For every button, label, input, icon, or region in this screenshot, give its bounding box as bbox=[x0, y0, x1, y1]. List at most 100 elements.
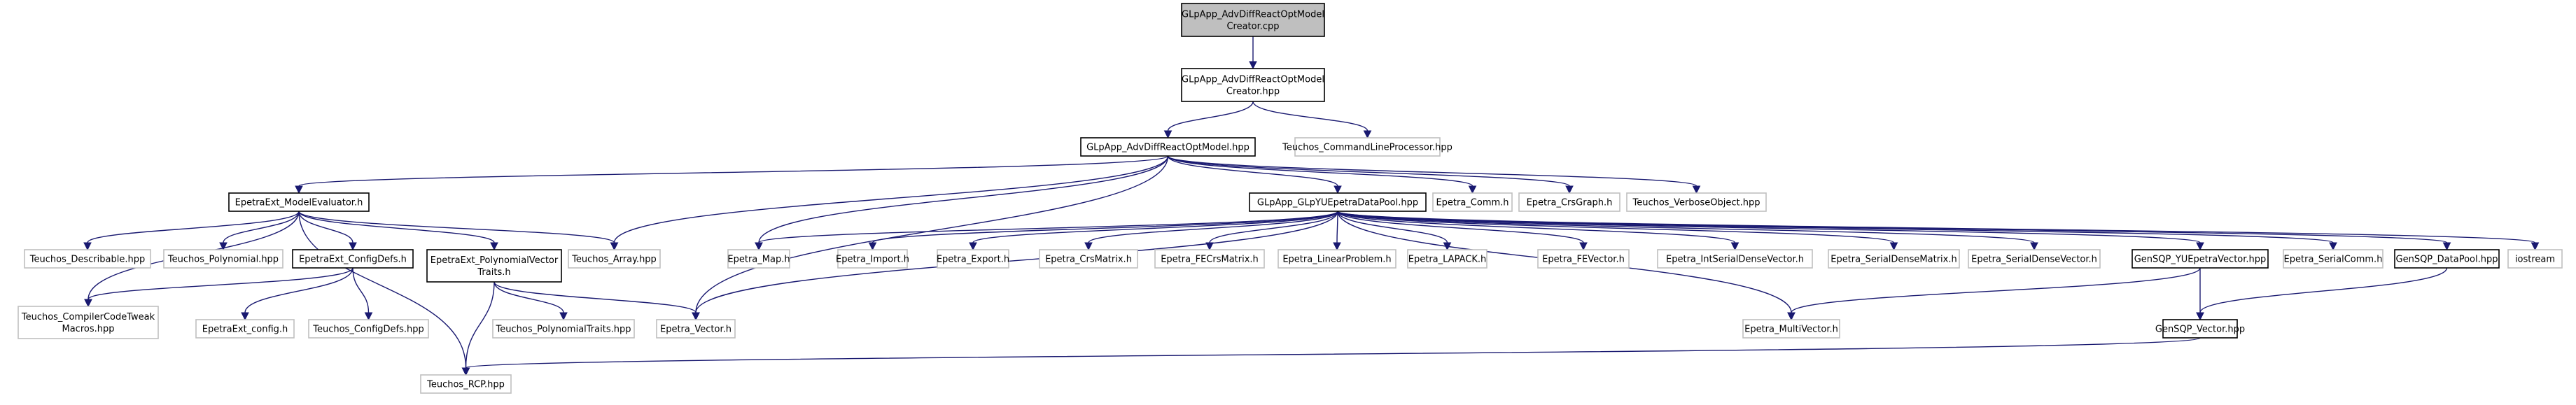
node-box bbox=[1537, 249, 1630, 269]
node-label: Epetra_CrsMatrix.h bbox=[1045, 255, 1132, 265]
node-label: GenSQP_Vector.hpp bbox=[2155, 325, 2245, 335]
node-box bbox=[2283, 249, 2384, 269]
node-n35[interactable]: GenSQP_Vector.hpp bbox=[2155, 319, 2245, 339]
node-label: Teuchos_ConfigDefs.hpp bbox=[312, 325, 424, 335]
arrowhead-icon bbox=[83, 242, 92, 251]
edge-line bbox=[1337, 211, 1584, 243]
node-box bbox=[937, 249, 1009, 269]
node-label: iostream bbox=[2515, 255, 2555, 265]
arrowhead-icon bbox=[559, 312, 568, 321]
node-box bbox=[1154, 249, 1265, 269]
node-n36: Teuchos_RCP.hpp bbox=[420, 374, 512, 394]
node-box bbox=[2507, 249, 2563, 269]
node-n34: Epetra_MultiVector.h bbox=[1742, 319, 1840, 339]
node-n20: Epetra_LAPACK.h bbox=[1407, 249, 1488, 269]
dependency-edge bbox=[969, 211, 1338, 251]
dependency-edge bbox=[219, 211, 300, 251]
arrowhead-icon bbox=[1205, 242, 1214, 251]
node-box bbox=[2394, 249, 2500, 269]
node-label: Macros.hpp bbox=[62, 324, 115, 334]
node-label: GLpApp_AdvDiffReactOptModel.hpp bbox=[1086, 143, 1250, 153]
node-n30: EpetraExt_config.h bbox=[195, 319, 295, 339]
node-n11[interactable]: EpetraExt_ConfigDefs.h bbox=[292, 249, 414, 269]
dependency-edge bbox=[461, 337, 2201, 376]
dependency-edge bbox=[1333, 211, 1341, 251]
dependency-edge bbox=[755, 211, 1338, 251]
edge-line bbox=[1167, 101, 1254, 132]
node-label: EpetraExt_config.h bbox=[202, 325, 288, 335]
node-label: Epetra_LAPACK.h bbox=[1408, 255, 1486, 265]
arrowhead-icon bbox=[1333, 242, 1341, 251]
node-label: Creator.hpp bbox=[1226, 87, 1280, 97]
dependency-edge bbox=[493, 281, 568, 321]
edge-line bbox=[1337, 211, 1736, 243]
edge-line bbox=[88, 267, 354, 300]
arrowhead-icon bbox=[1730, 242, 1740, 251]
node-n16: Epetra_Export.h bbox=[937, 249, 1009, 269]
dependency-edge bbox=[1252, 101, 1372, 139]
dependency-edge bbox=[692, 155, 1169, 321]
node-label: Epetra_SerialDenseMatrix.h bbox=[1830, 255, 1956, 265]
node-label: Teuchos_PolynomialTraits.hpp bbox=[496, 325, 631, 335]
node-label: Epetra_CrsGraph.h bbox=[1527, 198, 1613, 208]
node-box bbox=[2162, 319, 2238, 339]
node-box bbox=[1407, 249, 1488, 269]
node-n27[interactable]: GenSQP_DataPool.hpp bbox=[2394, 249, 2500, 269]
dependency-edge bbox=[868, 211, 1338, 251]
node-box bbox=[1968, 249, 2101, 269]
edge-line bbox=[872, 211, 1338, 243]
node-label: GenSQP_DataPool.hpp bbox=[2396, 255, 2498, 265]
edge-line bbox=[695, 155, 1169, 313]
node-n25[interactable]: GenSQP_YUEpetraVector.hpp bbox=[2132, 249, 2269, 269]
node-n21: Epetra_FEVector.h bbox=[1537, 249, 1630, 269]
node-box bbox=[1626, 192, 1767, 212]
node-label: Teuchos_Describable.hpp bbox=[29, 255, 145, 265]
node-box bbox=[426, 249, 562, 283]
node-label: Epetra_IntSerialDenseVector.h bbox=[1666, 255, 1804, 265]
node-label: Epetra_MultiVector.h bbox=[1744, 325, 1838, 335]
node-label: Creator.cpp bbox=[1226, 22, 1279, 32]
node-box bbox=[1039, 249, 1138, 269]
node-label: Teuchos_VerboseObject.hpp bbox=[1632, 198, 1760, 208]
edge-line bbox=[1252, 101, 1368, 132]
edge-line bbox=[87, 211, 300, 243]
dependency-edge bbox=[1163, 101, 1254, 139]
node-label: Teuchos_CompilerCodeTweak bbox=[21, 312, 155, 322]
node-label: GLpApp_AdvDiffReactOptModel bbox=[1182, 75, 1324, 85]
dependency-edge bbox=[1337, 211, 1740, 251]
edge-line bbox=[1209, 211, 1338, 243]
arrowhead-icon bbox=[2196, 242, 2204, 251]
dependency-edge bbox=[298, 211, 470, 376]
arrowhead-icon bbox=[2442, 242, 2451, 251]
node-n24: Epetra_SerialDenseVector.h bbox=[1968, 249, 2101, 269]
edge-line bbox=[1167, 155, 1698, 187]
arrowhead-icon bbox=[755, 242, 763, 251]
node-n5[interactable]: GLpApp_GLpYUEpetraDataPool.hpp bbox=[1249, 192, 1427, 212]
arrowhead-icon bbox=[1468, 185, 1477, 194]
arrowhead-icon bbox=[241, 312, 249, 321]
node-n33: Epetra_Vector.h bbox=[656, 319, 736, 339]
arrowhead-icon bbox=[2030, 242, 2038, 251]
arrowhead-icon bbox=[490, 242, 498, 251]
arrowhead-icon bbox=[2329, 242, 2337, 251]
node-label: Epetra_FEVector.h bbox=[1542, 255, 1625, 265]
node-box bbox=[1181, 3, 1325, 37]
node-n2[interactable]: GLpApp_AdvDiffReactOptModel.hpp bbox=[1080, 137, 1256, 157]
node-n6: Epetra_Comm.h bbox=[1432, 192, 1513, 212]
node-label: EpetraExt_ModelEvaluator.h bbox=[235, 198, 363, 208]
node-box bbox=[308, 319, 429, 339]
dependency-edge bbox=[1337, 211, 2038, 251]
edge-line bbox=[758, 155, 1169, 243]
node-box bbox=[420, 374, 512, 394]
dependency-edge bbox=[2196, 267, 2448, 321]
arrowhead-icon bbox=[364, 312, 373, 321]
arrowhead-icon bbox=[349, 242, 357, 251]
edge-line bbox=[1791, 267, 2201, 313]
node-n4[interactable]: EpetraExt_ModelEvaluator.h bbox=[228, 192, 370, 212]
dependency-edge bbox=[84, 267, 354, 308]
